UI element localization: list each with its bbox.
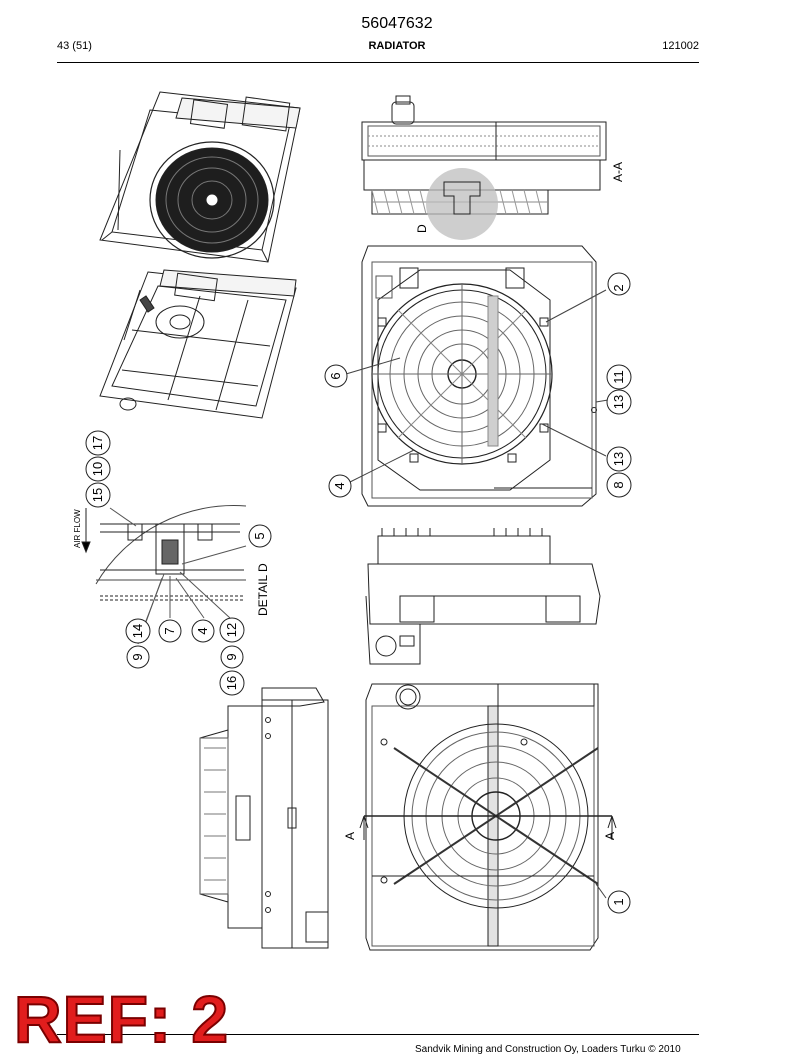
- svg-text:7: 7: [162, 627, 177, 634]
- svg-text:8: 8: [611, 481, 626, 488]
- front-view-section: A A: [343, 683, 617, 951]
- svg-text:15: 15: [90, 488, 105, 502]
- callout-2: 2: [607, 272, 631, 296]
- isometric-view-bottom: [99, 269, 297, 419]
- document-number: 56047632: [361, 15, 433, 32]
- section-arrow-left-label: A: [343, 832, 357, 840]
- svg-text:9: 9: [224, 653, 239, 660]
- svg-text:12: 12: [224, 623, 239, 637]
- front-view-fan: [361, 245, 597, 507]
- footer-rule: [57, 1034, 699, 1035]
- callout-11: 11: [606, 364, 632, 390]
- callout-12: 12: [219, 617, 245, 643]
- side-elevation: [199, 687, 329, 949]
- callout-9a: 9: [126, 645, 150, 669]
- svg-text:4: 4: [195, 627, 210, 634]
- footer-copyright: Sandvik Mining and Construction Oy, Load…: [415, 1044, 681, 1055]
- section-a-a-label: A-A: [611, 162, 625, 182]
- svg-text:6: 6: [328, 372, 343, 379]
- callout-13b: 13: [606, 446, 632, 472]
- svg-text:13: 13: [611, 452, 626, 466]
- svg-text:16: 16: [224, 676, 239, 690]
- callout-10: 10: [85, 456, 111, 482]
- svg-text:1: 1: [611, 898, 626, 905]
- svg-text:9: 9: [130, 653, 145, 660]
- callout-17: 17: [85, 430, 111, 456]
- section-a-a-view: D A-A: [361, 95, 625, 240]
- svg-text:13: 13: [611, 395, 626, 409]
- detail-d-marker: D: [415, 224, 429, 233]
- callout-8: 8: [606, 472, 632, 498]
- svg-text:17: 17: [90, 436, 105, 450]
- callout-4a: 4: [328, 474, 352, 498]
- callout-6: 6: [324, 364, 348, 388]
- ref-stamp: REF: 2: [13, 982, 230, 1056]
- svg-text:11: 11: [611, 370, 626, 384]
- leader-lines: [345, 289, 609, 899]
- callout-14: 14: [125, 618, 151, 644]
- section-arrow-right-label: A: [603, 832, 617, 840]
- isometric-view-top: [99, 91, 301, 263]
- callout-5: 5: [248, 524, 272, 548]
- callout-15: 15: [85, 482, 111, 508]
- header-rule: [57, 62, 699, 63]
- air-flow-label: AIR FLOW: [73, 509, 82, 548]
- page-title: RADIATOR: [368, 40, 426, 52]
- detail-d-highlight: [426, 168, 498, 240]
- svg-text:2: 2: [611, 284, 626, 291]
- callout-16: 16: [219, 670, 245, 696]
- svg-text:14: 14: [130, 624, 145, 638]
- detail-d-view: AIR FLOW DETAIL D: [73, 505, 270, 645]
- callout-9b: 9: [220, 645, 244, 669]
- callout-1: 1: [607, 890, 631, 914]
- detail-d-title: DETAIL D: [256, 563, 270, 616]
- callouts: 2 6 11 13 13 8 4 17 10 15 5 14 9 7 4 12 …: [85, 272, 632, 914]
- callout-7: 7: [158, 619, 182, 643]
- side-view: [365, 528, 601, 665]
- svg-text:10: 10: [90, 462, 105, 476]
- drawing-code: 121002: [662, 40, 699, 52]
- svg-text:5: 5: [252, 532, 267, 539]
- svg-text:4: 4: [332, 482, 347, 489]
- callout-4b: 4: [191, 619, 215, 643]
- page-indicator: 43 (51): [57, 40, 92, 52]
- callout-13a: 13: [606, 389, 632, 415]
